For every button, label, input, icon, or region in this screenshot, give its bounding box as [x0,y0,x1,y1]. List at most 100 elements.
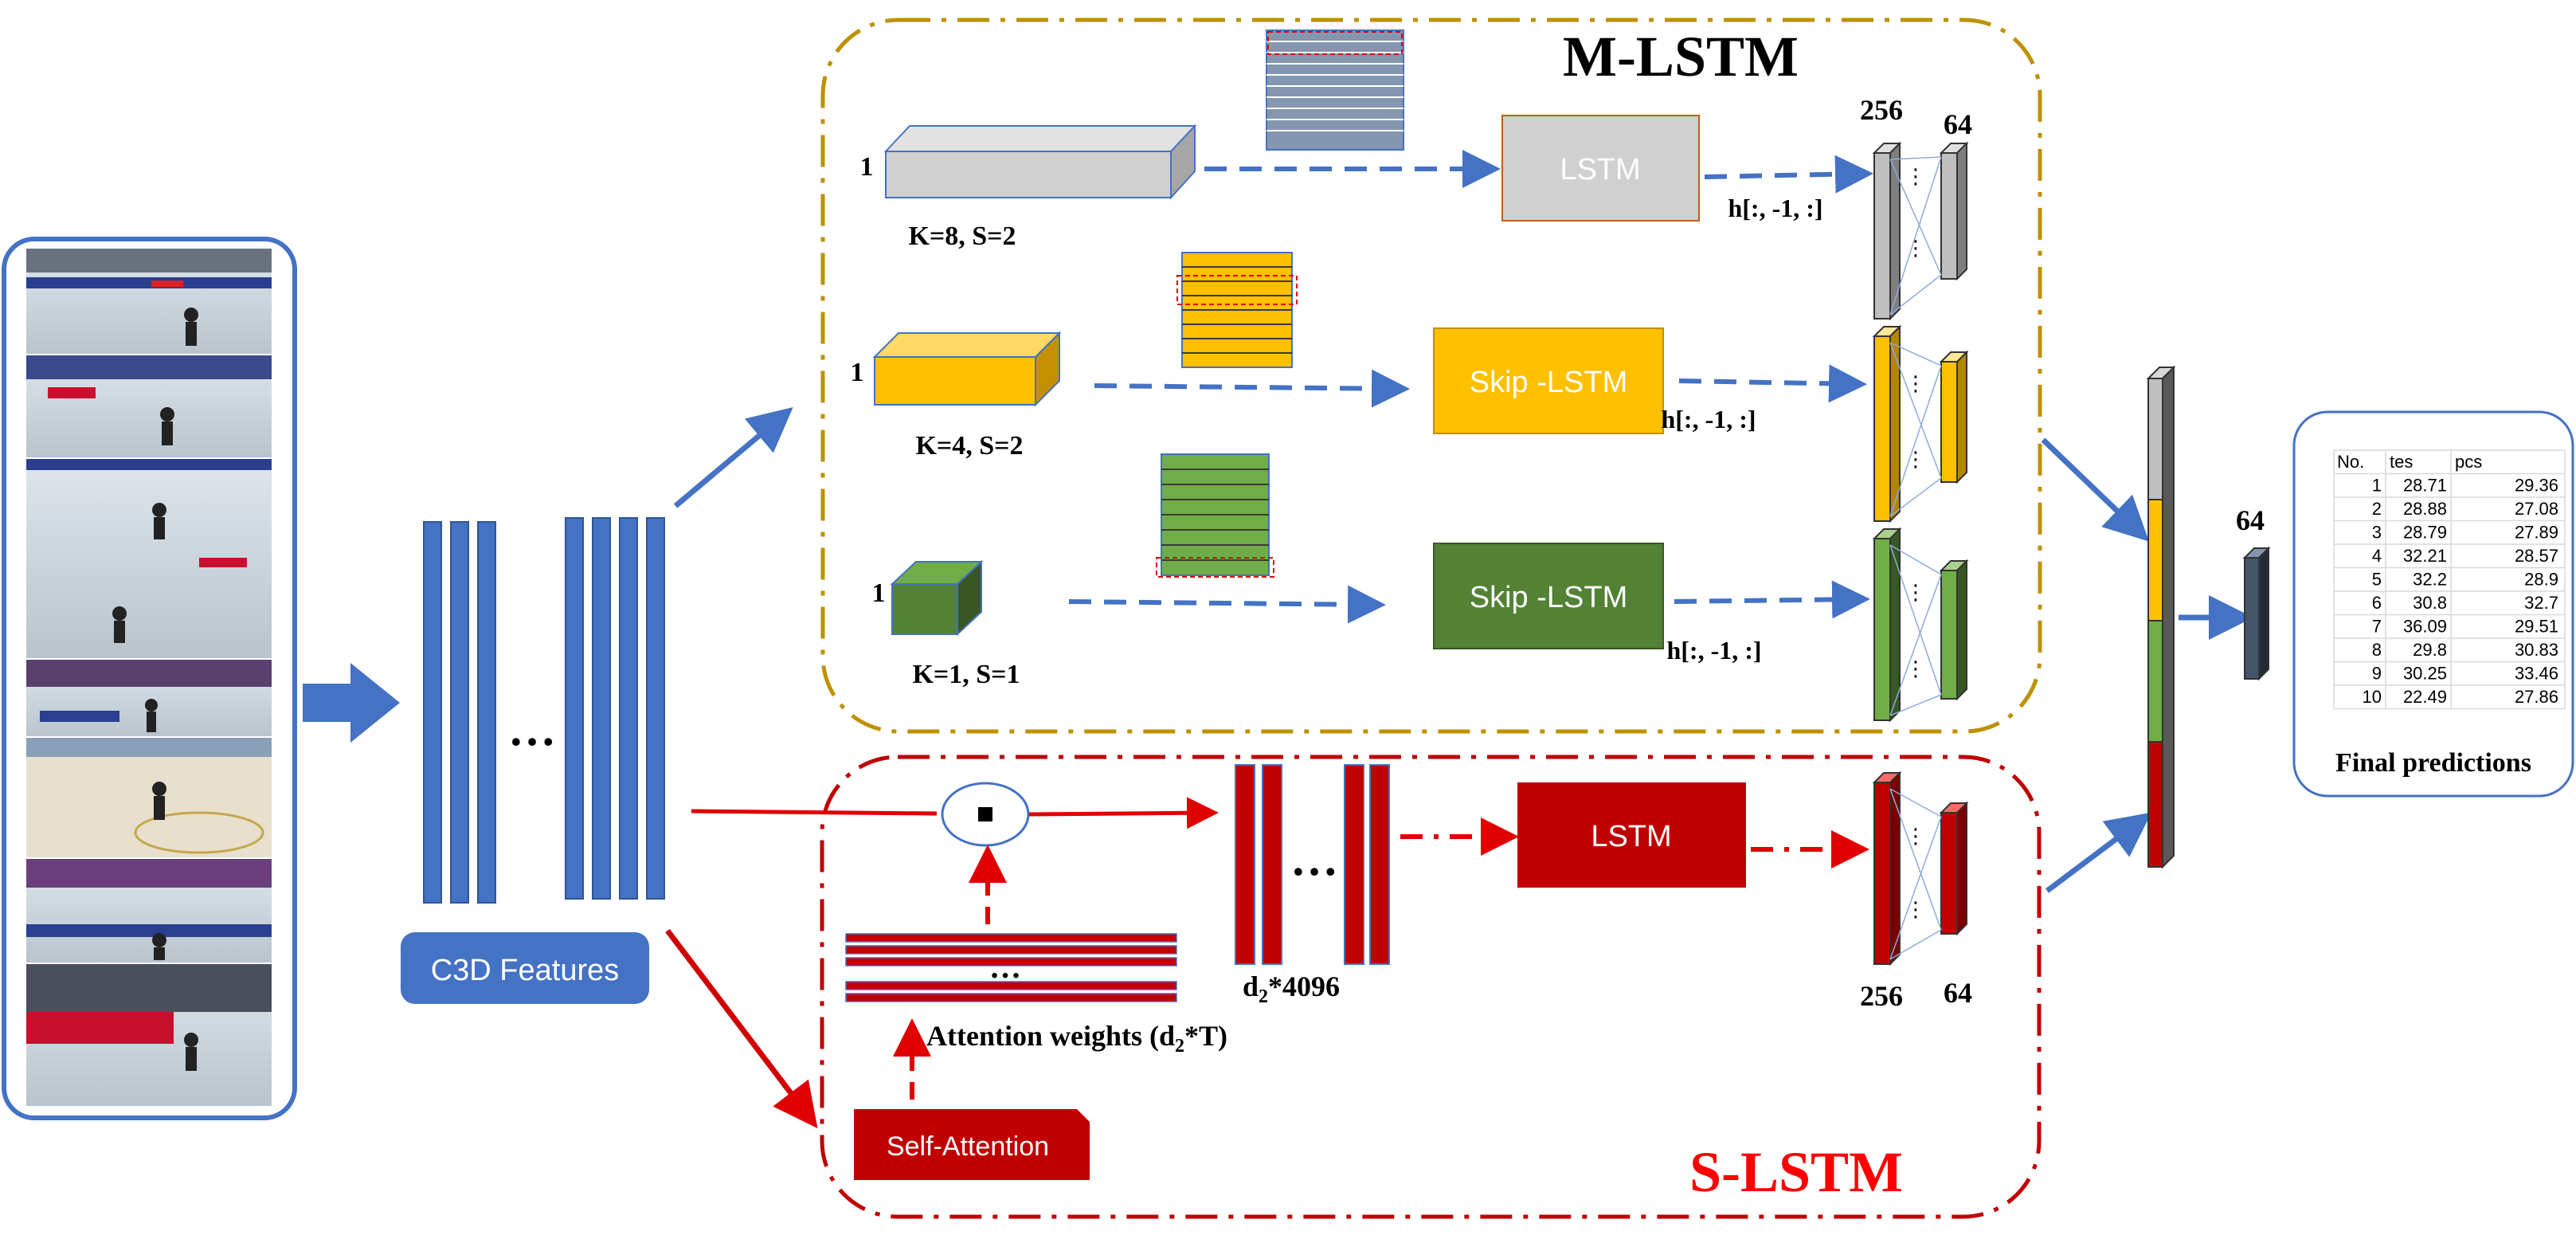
fc-green-dots-bottom: ⋮ [1905,657,1926,680]
fc-gray-64-label: 64 [1944,108,1972,140]
arrow-skiplstm-green-fc [1674,580,1870,619]
label-k4: K=4, S=2 [915,431,1023,461]
frame-5 [26,738,272,857]
arrow-lstm-gray-fc [1704,155,1873,194]
input-arrow [303,663,400,743]
table-cell: 30.25 [2403,664,2447,684]
s-lstm-title: S-LSTM [1689,1140,1903,1204]
c3d-features-label-box [401,932,649,1004]
table-cell: 28.79 [2403,523,2447,543]
table-cell: 27.89 [2515,523,2558,543]
table-cell: 6 [2372,593,2382,613]
frame-4 [26,660,272,736]
attention-weight-stripes [845,933,1177,1002]
frame-7 [26,964,272,1106]
h-index-3: h[:, -1, :] [1666,636,1761,665]
table-cell: 2 [2372,499,2382,519]
arrow-k4-skiplstm [1094,369,1410,408]
fc-green-dots-top: ⋮ [1905,580,1926,604]
table-cell: 36.09 [2403,617,2447,637]
table-cell: 29.8 [2413,640,2447,660]
cuboid-k1 [890,559,984,637]
fc-pair-gray [1872,141,1969,321]
cuboid-k8 [883,124,1197,200]
lstm-block-red-label: LSTM [1591,820,1671,853]
sequence-stack-yellow [1176,252,1298,368]
table-header-tes: tes [2390,452,2413,472]
table-cell: 30.83 [2515,640,2558,660]
attention-weights-ellipsis: … [989,949,1021,985]
skip-lstm-block-green-label: Skip -LSTM [1470,581,1627,614]
table-cell: 8 [2372,640,2382,660]
skip-lstm-block-yellow-label: Skip -LSTM [1470,366,1627,399]
skip-lstm-block-yellow [1433,327,1664,434]
arrow-slstm-to-concat [2045,812,2152,893]
lstm-block-gray [1501,115,1700,222]
c3d-features-label: C3D Features [431,954,620,987]
table-cell: 10 [2363,687,2382,707]
line-features-to-multiply [691,809,938,816]
table-cell: 22.49 [2403,687,2447,707]
fc-red-dots-bottom: ⋮ [1905,897,1926,921]
m-lstm-region [820,18,2042,734]
skip-lstm-block-green [1433,543,1664,649]
table-cell: 9 [2372,664,2382,684]
cuboid-k8-dim: 1 [860,152,874,182]
h-index-1: h[:, -1, :] [1728,194,1822,222]
video-frames [2,237,297,1120]
frame-2 [26,355,272,457]
fc-red-256-label: 256 [1860,980,1903,1012]
table-header-pcs: pcs [2455,452,2482,472]
table-cell: 32.7 [2524,593,2558,613]
table-cell: 7 [2372,617,2382,637]
table-header-No: No. [2337,452,2364,472]
frames-border [2,237,297,1120]
table-cell: 1 [2372,476,2382,496]
arrow-skiplstm-yellow-fc [1678,364,1867,403]
table-cell: 32.21 [2403,546,2447,566]
output-64-label: 64 [2236,504,2265,536]
table-cell: 3 [2372,523,2382,543]
frame-6 [26,859,272,963]
table-cell: 27.08 [2515,499,2558,519]
arrow-k1-skiplstm [1068,585,1386,624]
final-predictions-panel [2292,410,2574,798]
sequence-stack-green [1156,453,1274,578]
attended-feature-bars [1235,764,1390,965]
table-cell: 29.51 [2515,617,2558,637]
table-cell: 28.57 [2515,546,2558,566]
table-cell: 28.9 [2524,570,2558,590]
arrow-to-self-attention [665,928,818,1129]
table-cell: 27.86 [2515,687,2558,707]
lstm-block-red [1517,782,1746,888]
table-cell: 4 [2372,546,2382,566]
c3d-ellipsis: … [508,703,556,755]
sequence-stack-gray [1266,29,1404,151]
arrow-mlstm-to-concat [2041,437,2150,542]
frame-3 [26,459,272,658]
fc-gray-dots-bottom: ⋮ [1905,236,1926,260]
arrow-to-mlstm [673,406,793,508]
concatenated-vector [2146,365,2176,869]
table-cell: 29.36 [2515,476,2558,496]
output-vector [2242,546,2271,681]
self-attention-label: Self-Attention [887,1131,1049,1162]
self-attention-block [854,1109,1090,1180]
fc-red-dots-top: ⋮ [1905,824,1926,848]
cuboid-k4 [872,331,1062,407]
arrow-multiply-to-features [1028,797,1219,829]
fc-pair-red [1872,770,1969,966]
table-cell: 32.2 [2413,570,2447,590]
label-k8: K=8, S=2 [908,222,1016,251]
attended-ellipsis: … [1290,833,1338,885]
table-cell: 30.8 [2413,593,2447,613]
label-k1: K=1, S=1 [912,660,1020,689]
table-cell: 28.88 [2403,499,2447,519]
h-index-2: h[:, -1, :] [1661,405,1756,433]
multiply-node-symbol [978,807,992,821]
fc-pair-green [1872,527,1969,723]
lstm-block-gray-label: LSTM [1560,153,1640,186]
fc-yellow-dots-bottom: ⋮ [1905,447,1926,471]
final-predictions-label: Final predictions [2335,748,2531,778]
